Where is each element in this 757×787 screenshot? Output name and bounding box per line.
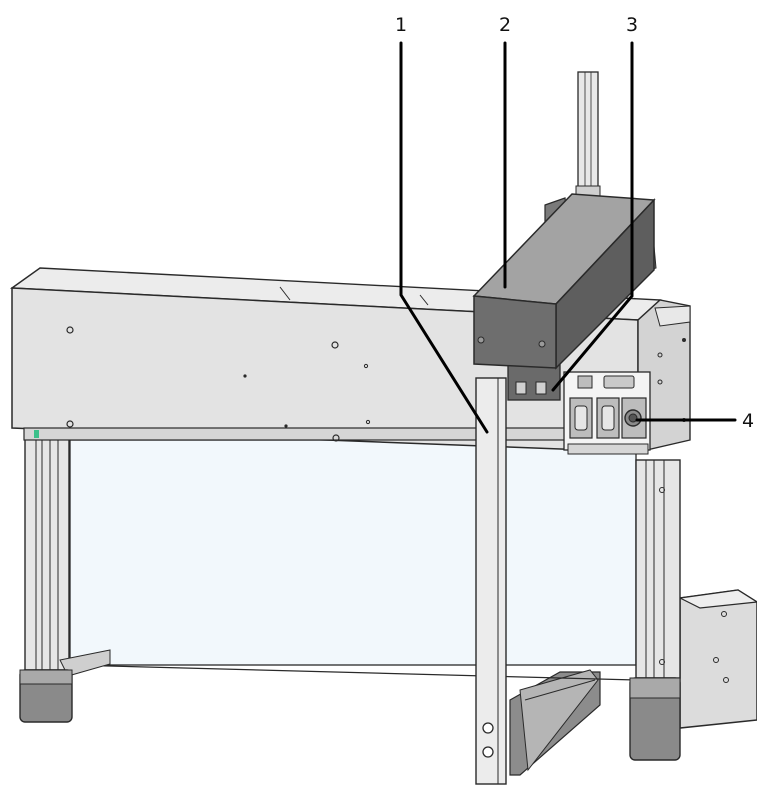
drive-housing <box>472 193 657 370</box>
vertical-post <box>475 377 507 785</box>
leader-lines <box>399 41 737 434</box>
connector-panel <box>563 371 651 455</box>
leader-line-1 <box>399 41 489 434</box>
right-leg <box>629 459 681 761</box>
glass-panel <box>69 439 637 666</box>
left-leg <box>19 429 111 723</box>
db9-connector-1 <box>569 397 593 439</box>
db9-connector-2 <box>596 397 620 439</box>
leader-line-3 <box>551 41 634 392</box>
round-connector <box>621 397 647 439</box>
bottom-rail <box>509 669 601 776</box>
right-base <box>677 589 757 729</box>
callout-4: 4 <box>742 410 754 432</box>
callout-2: 2 <box>499 14 511 36</box>
callout-3: 3 <box>626 14 638 36</box>
vertical-rod <box>575 71 601 203</box>
callout-1: 1 <box>395 14 407 36</box>
